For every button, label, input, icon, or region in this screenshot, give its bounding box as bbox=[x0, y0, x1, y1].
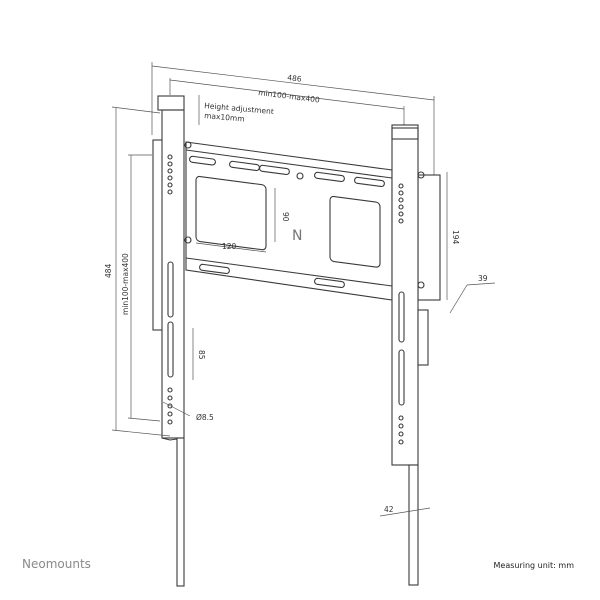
slot-height-dimension: 85 bbox=[192, 328, 206, 380]
hole-spacing-vertical-label: 90 bbox=[281, 212, 290, 222]
overall-height-label: 484 bbox=[104, 263, 113, 278]
brand-logo-mark: N bbox=[292, 228, 302, 244]
measuring-unit-label: Measuring unit: mm bbox=[493, 561, 575, 570]
hole-diameter-label: Ø8.5 bbox=[196, 413, 214, 422]
vesa-height-dimension: min100-max400 bbox=[121, 154, 161, 422]
height-adjustment-note: Height adjustment max10mm bbox=[198, 95, 274, 125]
wall-distance-label: 39 bbox=[478, 274, 488, 283]
vesa-height-label: min100-max400 bbox=[121, 253, 130, 315]
upright-width-label: 42 bbox=[384, 505, 394, 514]
hole-spacing-horizontal-label: 120 bbox=[222, 242, 237, 251]
wall-distance-dimension: 39 bbox=[449, 274, 496, 314]
left-upright bbox=[152, 95, 192, 587]
hole-diameter-callout: Ø8.5 bbox=[162, 401, 214, 422]
overall-width-label: 486 bbox=[287, 73, 303, 84]
overall-height-dimension: 484 bbox=[104, 106, 171, 437]
right-upright bbox=[391, 124, 441, 586]
vesa-width-label: min100-max400 bbox=[258, 88, 321, 104]
depth-dimension: 194 bbox=[446, 172, 460, 300]
upright-width-dimension: 42 bbox=[379, 505, 431, 517]
brand-logo: Neomounts bbox=[22, 557, 91, 571]
depth-label: 194 bbox=[451, 230, 460, 245]
slot-height-label: 85 bbox=[197, 350, 206, 360]
hole-dimensions: 90 120 bbox=[195, 188, 290, 253]
wall-plate: N bbox=[185, 141, 393, 301]
height-adjustment-max-label: max10mm bbox=[204, 111, 245, 123]
overall-width-dimension: 486 bbox=[151, 62, 435, 175]
